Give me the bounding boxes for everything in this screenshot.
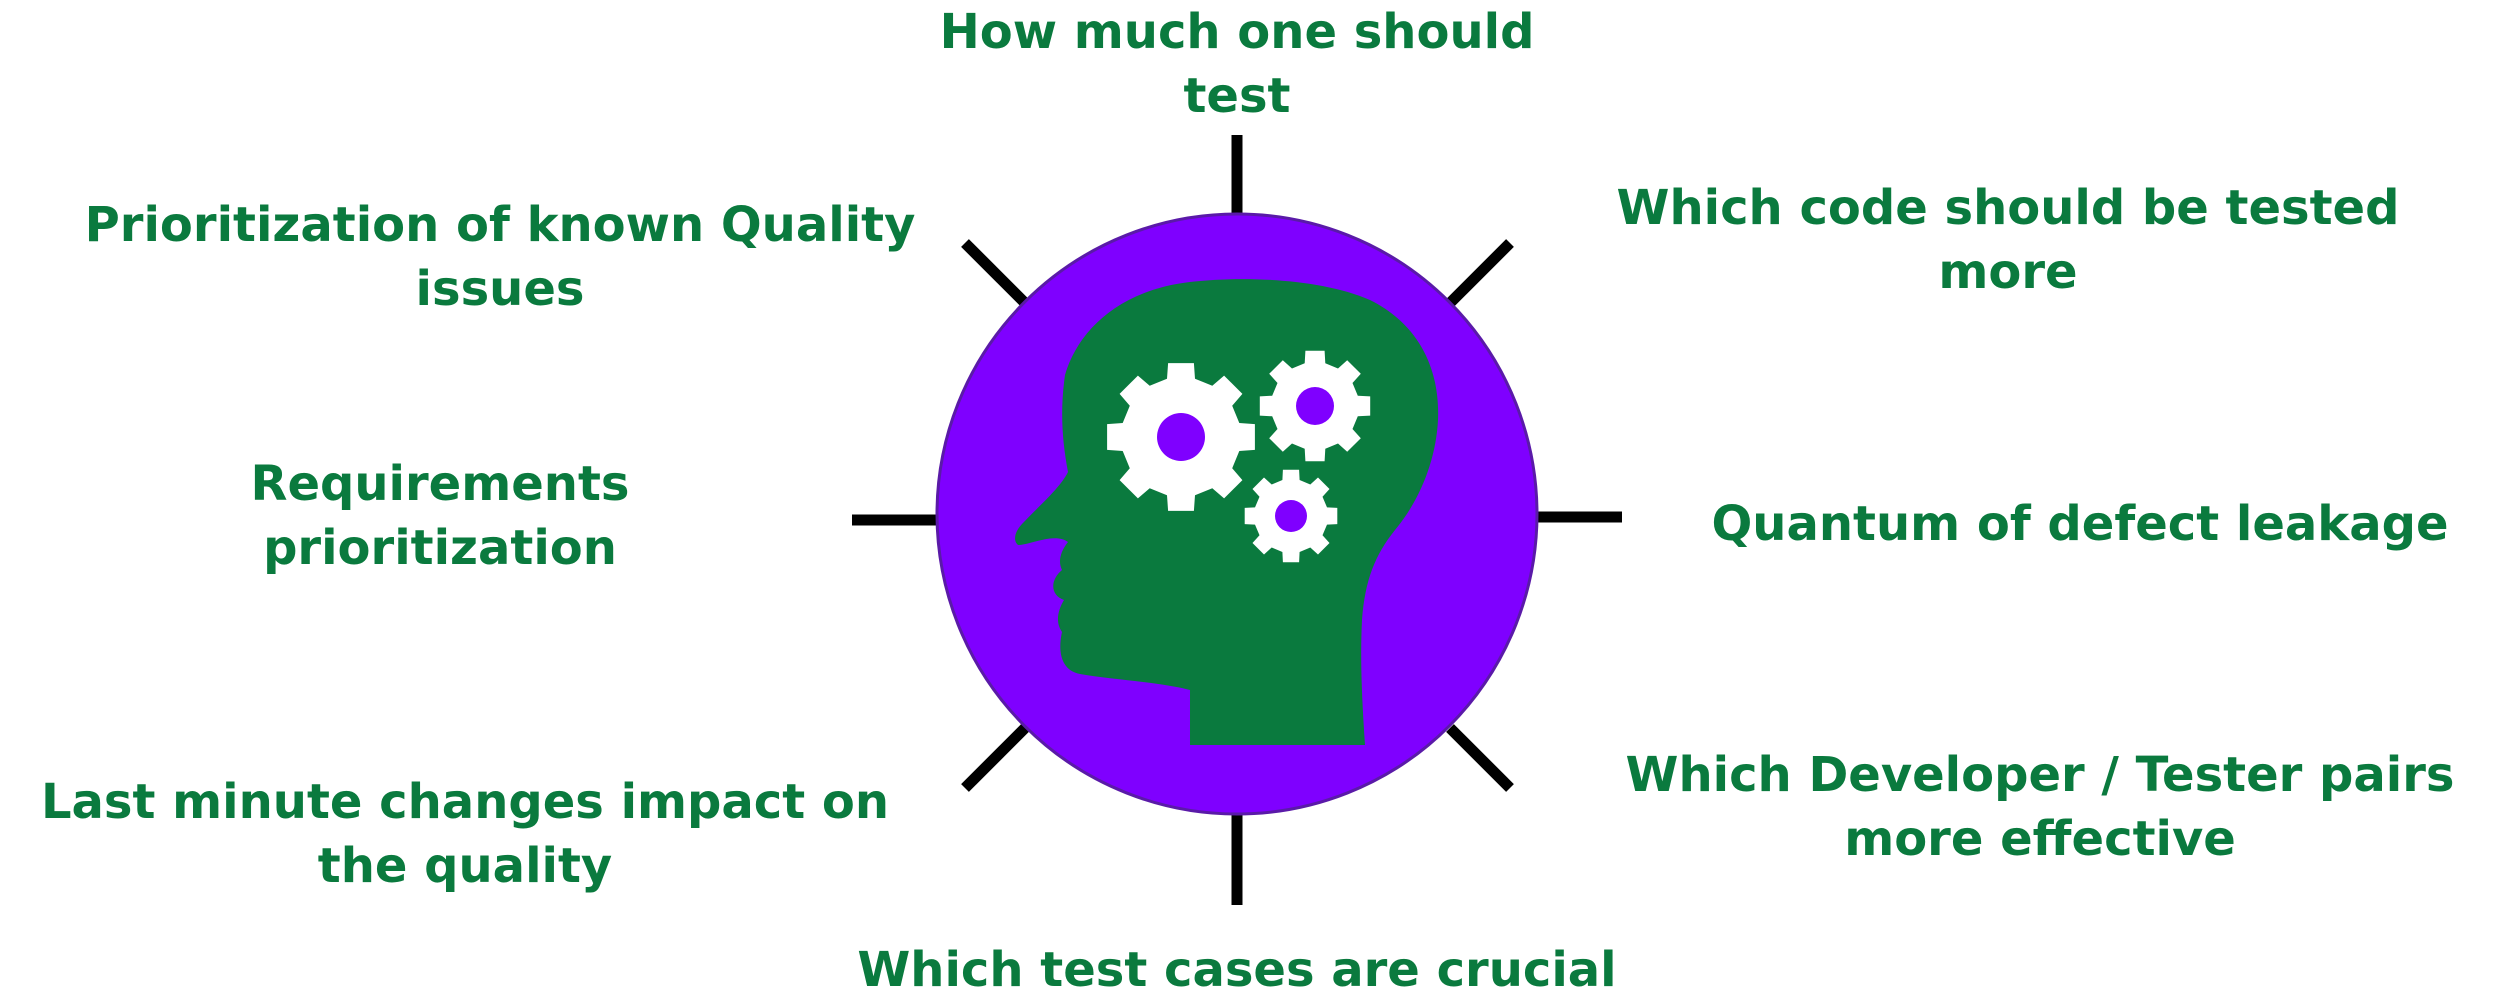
label-top-right: Which code should be tested more	[1588, 176, 2428, 304]
label-right: Quantum of defect leakage	[1680, 492, 2480, 556]
label-top-left-line1: Prioritization of known Quality	[84, 197, 916, 253]
label-left-line1: Requirements	[250, 456, 630, 512]
label-bottom-right: Which Developer / Tester pairs more effe…	[1585, 743, 2495, 871]
label-bottom: Which test cases are crucial	[787, 938, 1687, 1002]
label-bottom-left: Last minute changes impact on the qualit…	[0, 770, 930, 898]
spoke-bottom-left	[961, 724, 1029, 792]
gear-hole	[1157, 413, 1205, 461]
gear-icon	[1259, 350, 1371, 462]
spokes	[852, 135, 1622, 905]
spoke-top-right	[1446, 239, 1514, 307]
spoke-top-left	[961, 239, 1029, 307]
gear-icon	[1107, 363, 1255, 511]
label-bottom-right-line1: Which Developer / Tester pairs	[1625, 747, 2455, 803]
gear-hole	[1296, 387, 1334, 425]
label-left-line2: prioritization	[263, 520, 617, 576]
label-top: How much one should test	[917, 0, 1557, 128]
label-top-line2: test	[1183, 68, 1291, 124]
label-bottom-left-line1: Last minute changes impact on	[40, 774, 890, 830]
label-top-left-line2: issues	[415, 261, 585, 317]
label-top-right-line1: Which code should be tested	[1616, 180, 2400, 236]
label-top-line1: How much one should	[939, 4, 1535, 60]
label-bottom-left-line2: the quality	[317, 838, 613, 894]
gear-hole	[1275, 500, 1307, 532]
label-bottom-right-line2: more effective	[1844, 811, 2236, 867]
label-left: Requirements prioritization	[200, 452, 680, 580]
label-top-right-line2: more	[1938, 244, 2078, 300]
label-top-left: Prioritization of known Quality issues	[50, 193, 950, 321]
gear-icon	[1244, 469, 1338, 563]
label-right-line1: Quantum of defect leakage	[1711, 496, 2449, 552]
label-bottom-line1: Which test cases are crucial	[857, 942, 1617, 998]
spoke-bottom-right	[1446, 724, 1514, 792]
